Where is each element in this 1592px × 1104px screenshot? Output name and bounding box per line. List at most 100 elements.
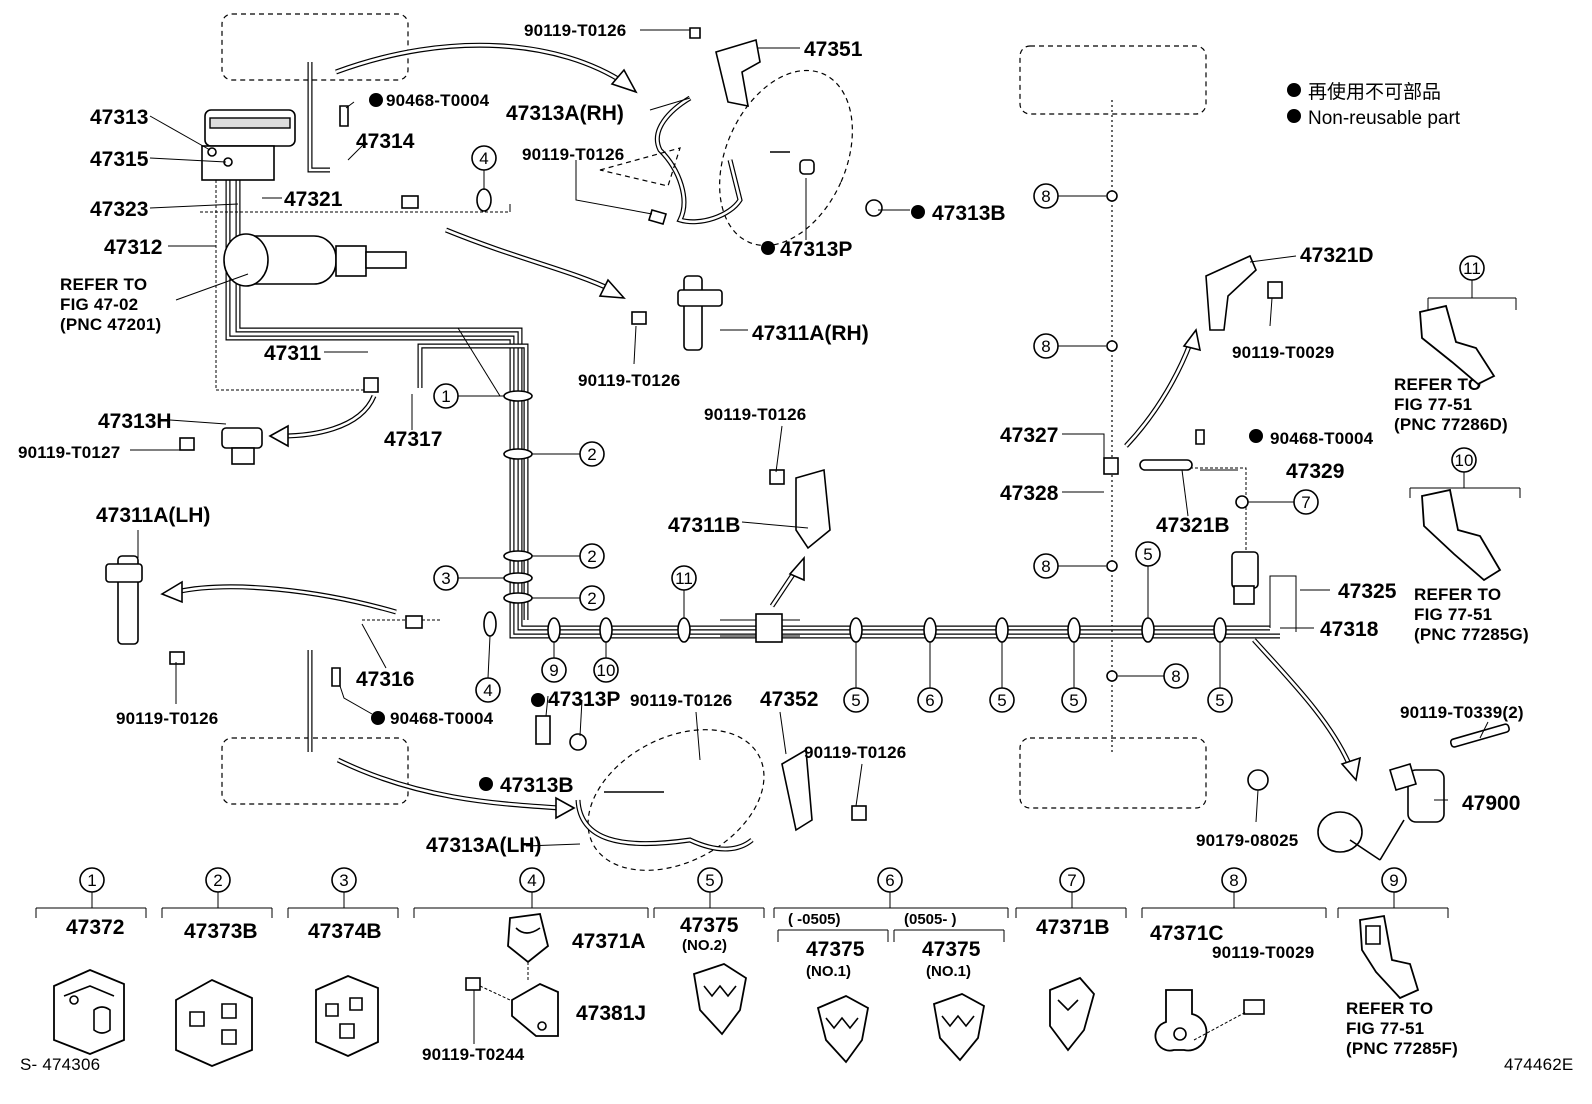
callout-5a: 5 [843,642,869,713]
leader-lines [130,29,1521,847]
clamp-47371b [1049,976,1095,1052]
rh-hose-assembly [599,27,883,247]
callout-9: 9 [541,642,567,683]
svg-text:90119-T0126: 90119-T0126 [630,691,732,710]
catalog-callout-7: 7 [1059,867,1085,893]
svg-text:(NO.1): (NO.1) [926,963,971,980]
callout-11: 11 [671,565,697,618]
clamp-47381j [465,977,559,1044]
svg-text:6: 6 [925,691,934,710]
master-cylinder [201,109,407,287]
svg-text:47313A(LH): 47313A(LH) [426,834,542,857]
svg-text:2: 2 [213,871,222,890]
clamp-47374b [315,975,379,1057]
svg-text:8: 8 [1171,667,1180,686]
callout-5b: 5 [989,642,1015,713]
svg-text:FIG 77-51: FIG 77-51 [1346,1019,1424,1038]
svg-text:2: 2 [587,589,596,608]
svg-text:8: 8 [1041,187,1050,206]
pipe-connectors [331,105,1249,687]
callout-8a: 8 [1033,183,1106,209]
svg-text:5: 5 [997,691,1006,710]
callout-4a: 4 [471,145,497,190]
svg-text:90119-T0029: 90119-T0029 [1212,943,1314,962]
svg-text:10: 10 [1455,451,1474,470]
lh-hose-assembly [535,715,867,871]
svg-text:REFER TO: REFER TO [1414,585,1501,604]
svg-text:47313: 47313 [90,106,148,129]
svg-text:2: 2 [587,445,596,464]
svg-text:90119-T0126: 90119-T0126 [524,21,626,40]
svg-text:47375: 47375 [806,938,865,961]
catalog-callout-3: 3 [331,867,357,893]
svg-text:47311A(RH): 47311A(RH) [752,322,869,345]
svg-text:47323: 47323 [90,198,148,221]
catalog-callout-6: 6 [877,867,903,893]
catalog-callout-8: 8 [1221,867,1247,893]
svg-text:90119-T0126: 90119-T0126 [804,743,906,762]
part-labels: 47313 47315 47323 47321 47312 REFER TO F… [18,21,1529,857]
svg-text:47313P: 47313P [780,238,852,261]
svg-text:11: 11 [1463,259,1481,278]
svg-text:(PNC 77285F): (PNC 77285F) [1346,1039,1458,1058]
callout-2a: 2 [532,441,605,467]
svg-text:3: 3 [339,871,348,890]
catalog-callout-2: 2 [205,867,231,893]
svg-text:47371A: 47371A [572,930,646,953]
svg-text:90468-T0004: 90468-T0004 [390,709,494,728]
phantom-boxes [221,13,1207,809]
callout-8b: 8 [1033,333,1106,359]
svg-text:47374B: 47374B [308,920,382,943]
callout-8c: 8 [1033,553,1106,579]
svg-text:47321B: 47321B [1156,514,1230,537]
callout-10r: 10 [1451,447,1477,473]
svg-text:47375: 47375 [922,938,981,961]
svg-text:47900: 47900 [1462,792,1520,815]
clamp-47375-no2 [692,963,747,1036]
pipe-clamps [476,188,1227,643]
callout-7: 7 [1248,489,1319,515]
svg-text:7: 7 [1067,871,1076,890]
callout-5d: 5 [1135,541,1161,618]
connector-refer11 [1419,304,1496,386]
svg-text:47314: 47314 [356,130,415,153]
bracket-47321d [1205,254,1283,331]
callout-2c: 2 [532,585,605,611]
svg-text:47375: 47375 [680,914,739,937]
svg-text:90119-T0126: 90119-T0126 [704,405,806,424]
svg-text:47371C: 47371C [1150,922,1224,945]
svg-text:REFER TO: REFER TO [1346,999,1433,1018]
svg-text:90468-T0004: 90468-T0004 [386,91,490,110]
svg-text:4: 4 [479,149,488,168]
svg-text:(0505- ): (0505- ) [904,911,957,928]
clamp-47372 [53,969,125,1055]
svg-text:3: 3 [441,569,450,588]
svg-text:90119-T0126: 90119-T0126 [578,371,680,390]
svg-text:47321: 47321 [284,188,343,211]
svg-text:47313P: 47313P [548,688,620,711]
svg-text:8: 8 [1041,337,1050,356]
callout-6: 6 [917,642,943,713]
svg-text:47371B: 47371B [1036,916,1110,939]
clamp-47371c [1154,989,1265,1052]
svg-text:6: 6 [885,871,894,890]
svg-text:90468-T0004: 90468-T0004 [1270,429,1374,448]
svg-text:( -0505): ( -0505) [788,911,841,928]
svg-text:47329: 47329 [1286,460,1344,483]
svg-text:90119-T0127: 90119-T0127 [18,443,120,462]
callout-4b: 4 [475,635,501,703]
callout-5e: 5 [1207,642,1233,713]
catalog-callout-5: 5 [697,867,723,893]
bracket-47311b [769,468,831,550]
svg-text:47311: 47311 [264,342,322,365]
svg-text:9: 9 [549,661,558,680]
svg-text:47325: 47325 [1338,580,1397,603]
svg-text:(NO.1): (NO.1) [806,963,851,980]
svg-text:47311B: 47311B [668,514,740,537]
svg-text:90119-T0029: 90119-T0029 [1232,343,1334,362]
svg-text:47373B: 47373B [184,920,258,943]
sensor-47900 [1247,723,1510,861]
svg-text:1: 1 [441,387,450,406]
svg-text:FIG 47-02: FIG 47-02 [60,295,138,314]
